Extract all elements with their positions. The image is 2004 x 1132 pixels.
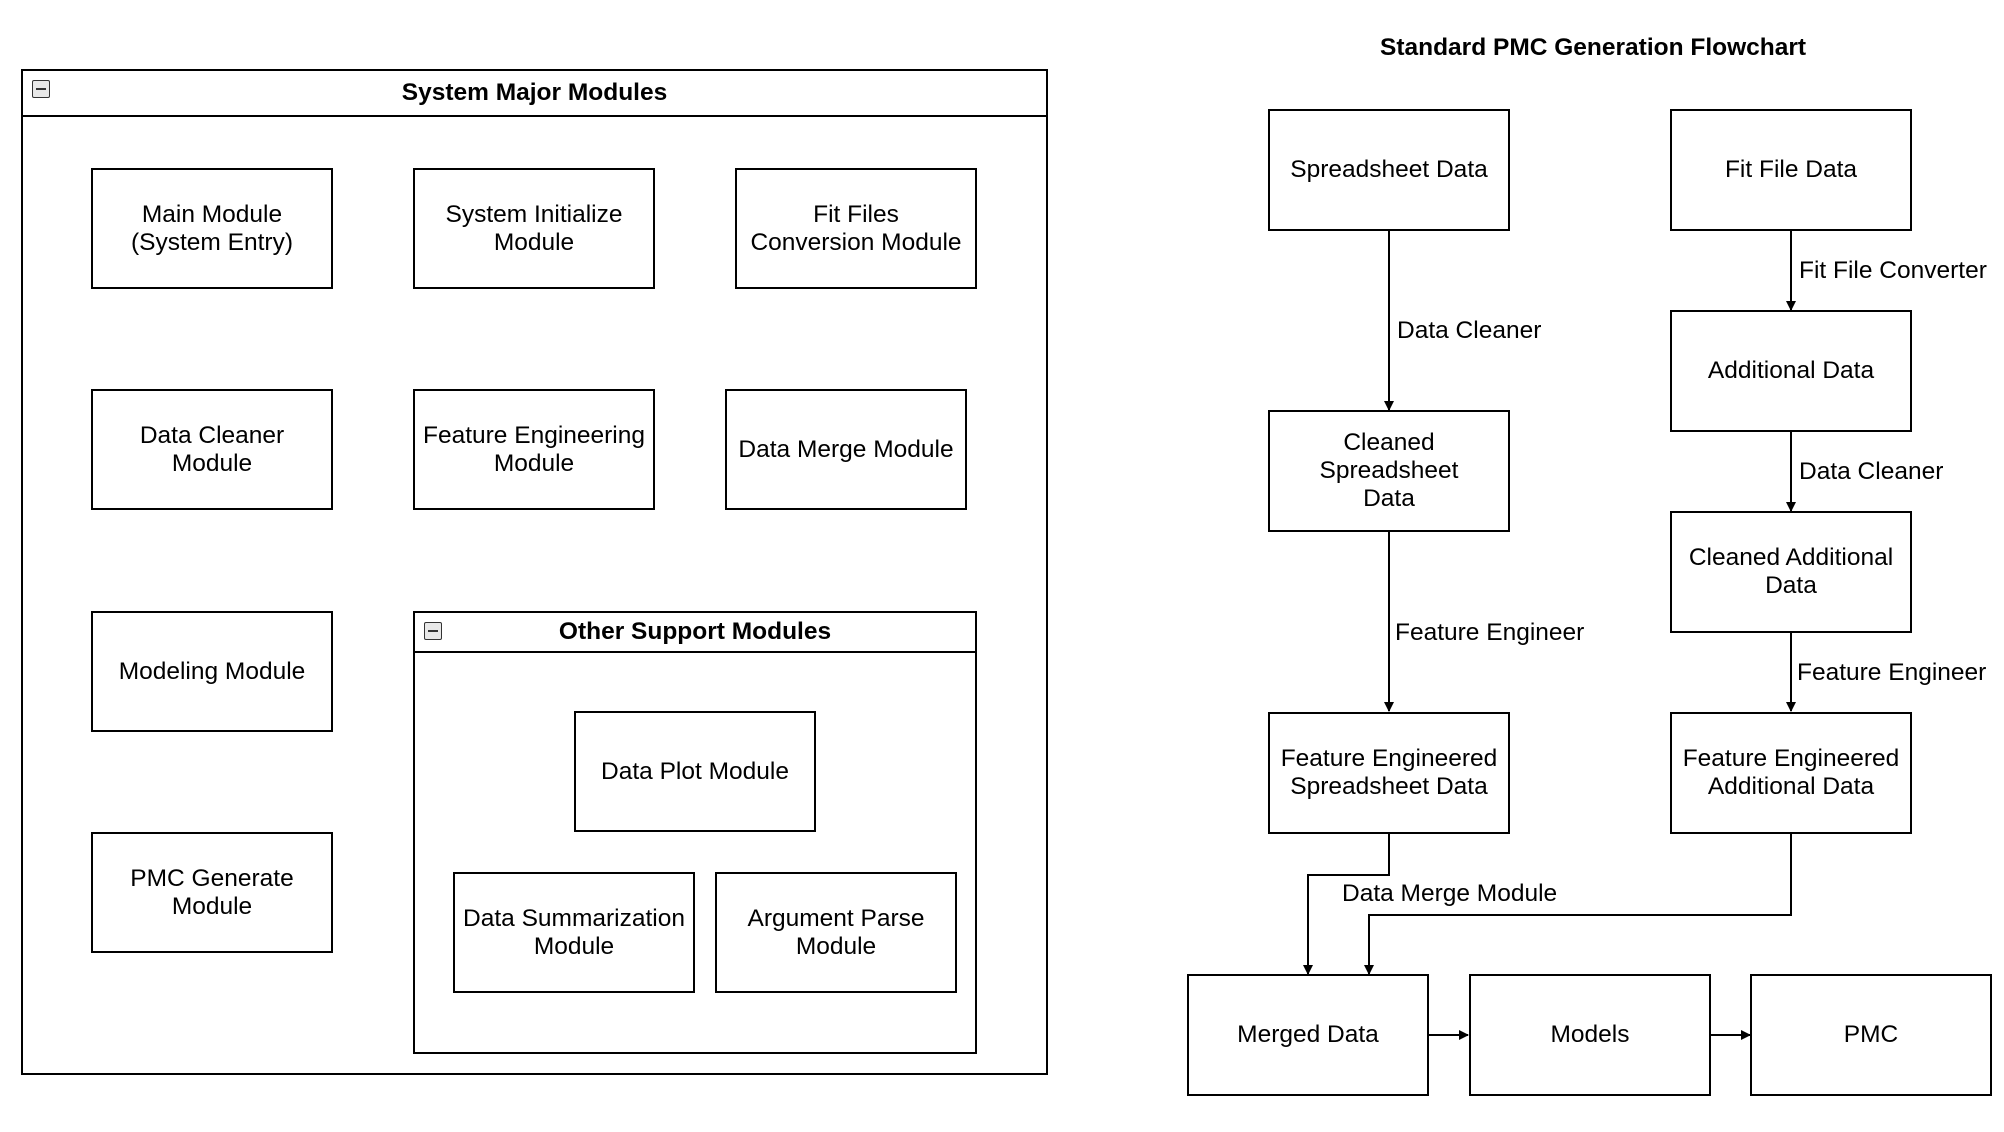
arrow-fe-additional-to-merged	[1364, 834, 1792, 975]
data-summarization-module-box[interactable]: Data Summarization Module	[453, 872, 695, 993]
other-support-modules-title: Other Support Modules	[558, 618, 832, 645]
fe-additional-data-node[interactable]: Feature Engineered Additional Data	[1670, 712, 1912, 834]
main-module-box[interactable]: Main Module (System Entry)	[91, 168, 333, 289]
merged-data-node[interactable]: Merged Data	[1187, 974, 1429, 1096]
collapse-icon[interactable]	[424, 622, 442, 640]
fe-spreadsheet-data-node[interactable]: Feature Engineered Spreadsheet Data	[1268, 712, 1510, 834]
edge-label-feature-engineer: Feature Engineer	[1797, 659, 1987, 687]
edge-label-fit-file-converter: Fit File Converter	[1799, 257, 1987, 285]
system-major-modules-header: System Major Modules	[23, 71, 1046, 117]
models-node[interactable]: Models	[1469, 974, 1711, 1096]
data-merge-module-box[interactable]: Data Merge Module	[725, 389, 967, 510]
fit-file-data-node[interactable]: Fit File Data	[1670, 109, 1912, 231]
pmc-generate-module-box[interactable]: PMC Generate Module	[91, 832, 333, 953]
fit-files-conversion-module-box[interactable]: Fit Files Conversion Module	[735, 168, 977, 289]
flowchart-title: Standard PMC Generation Flowchart	[1380, 34, 1807, 61]
cleaned-spreadsheet-data-node[interactable]: Cleaned Spreadsheet Data	[1268, 410, 1510, 532]
edge-label-feature-engineer: Feature Engineer	[1395, 619, 1585, 647]
pmc-node[interactable]: PMC	[1750, 974, 1992, 1096]
edge-label-data-cleaner: Data Cleaner	[1799, 458, 1944, 486]
data-plot-module-box[interactable]: Data Plot Module	[574, 711, 816, 832]
edge-label-data-cleaner: Data Cleaner	[1397, 317, 1542, 345]
system-initialize-module-box[interactable]: System Initialize Module	[413, 168, 655, 289]
other-support-modules-header: Other Support Modules	[415, 613, 975, 653]
modeling-module-box[interactable]: Modeling Module	[91, 611, 333, 732]
collapse-icon[interactable]	[32, 80, 50, 98]
spreadsheet-data-node[interactable]: Spreadsheet Data	[1268, 109, 1510, 231]
arrow-fe-spreadsheet-to-merged	[1303, 834, 1390, 975]
feature-engineering-module-box[interactable]: Feature Engineering Module	[413, 389, 655, 510]
additional-data-node[interactable]: Additional Data	[1670, 310, 1912, 432]
system-major-modules-title: System Major Modules	[401, 79, 668, 106]
argument-parse-module-box[interactable]: Argument Parse Module	[715, 872, 957, 993]
edge-label-data-merge-module: Data Merge Module	[1342, 880, 1558, 908]
data-cleaner-module-box[interactable]: Data Cleaner Module	[91, 389, 333, 510]
cleaned-additional-data-node[interactable]: Cleaned Additional Data	[1670, 511, 1912, 633]
